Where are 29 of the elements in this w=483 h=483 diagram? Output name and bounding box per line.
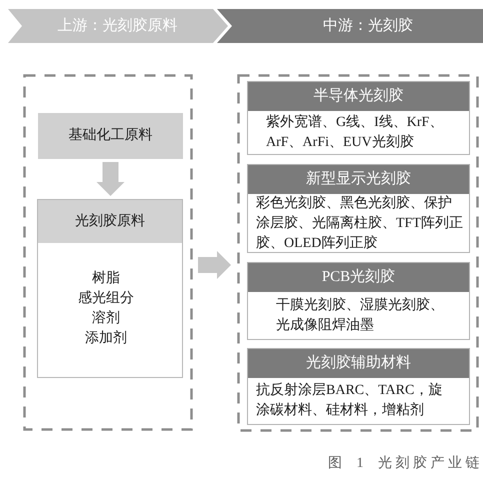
category-card: [247, 164, 470, 253]
dashed-frame: [23, 74, 193, 431]
banner-title: 上游：光刻胶原料: [58, 17, 178, 35]
header-band: [217, 9, 483, 43]
chevron-banner: [8, 9, 228, 43]
category-description: 紫外宽谱、G线、I线、KrF、ArF、ArFi、EUV光刻胶: [266, 113, 444, 152]
block-arrow: [96, 162, 124, 196]
list-item: 感光组分: [78, 290, 134, 308]
list-item: 树脂: [92, 270, 120, 288]
block-arrow: [198, 251, 231, 279]
banner-title: 中游：光刻胶: [323, 17, 413, 35]
process-box: [38, 113, 183, 159]
list-item: 溶剂: [92, 309, 120, 328]
category-description: 抗反射涂层BARC、TARC，旋涂碳材料、硅材料，增粘剂: [256, 382, 444, 420]
category-description: 干膜光刻胶、湿膜光刻胶、光成像阻焊油墨: [276, 296, 445, 334]
category-description: 彩色光刻胶、黑色光刻胶、保护涂层胶、光隔离柱胶、TFT阵列正胶、OLED阵列正胶: [256, 194, 463, 253]
material-card: [37, 199, 183, 378]
category-header: 半导体光刻胶: [248, 82, 469, 111]
category-card: [247, 348, 470, 425]
figure-caption: 图 1 光刻胶产业链: [328, 454, 483, 473]
card-header: 光刻胶原料: [38, 200, 182, 243]
box-label: 基础化工原料: [68, 127, 152, 145]
category-header: PCB光刻胶: [248, 263, 469, 292]
category-card: [247, 262, 470, 340]
category-header: 光刻胶辅助材料: [248, 349, 469, 378]
list-item: 添加剂: [85, 329, 127, 348]
dashed-frame: [237, 74, 479, 432]
category-card: [247, 81, 470, 155]
category-header: 新型显示光刻胶: [248, 165, 469, 194]
